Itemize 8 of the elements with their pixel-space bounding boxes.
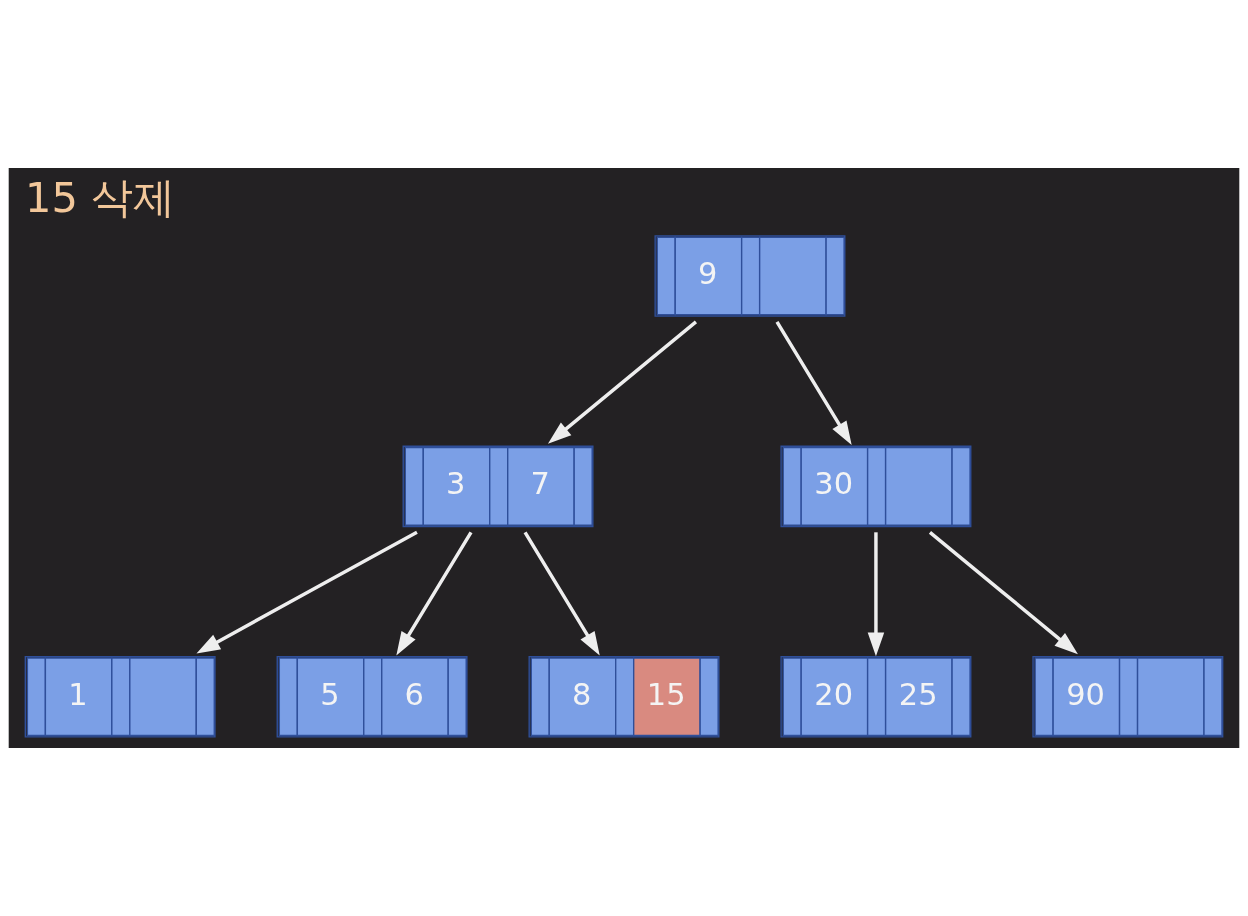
arrow	[867, 532, 885, 657]
diagram-title: 15 삭제	[25, 173, 176, 223]
arrow	[396, 531, 473, 656]
arrow	[928, 530, 1078, 655]
arrow	[196, 530, 418, 654]
arrow	[775, 321, 852, 445]
arrow	[547, 320, 698, 444]
arrow	[523, 531, 600, 656]
